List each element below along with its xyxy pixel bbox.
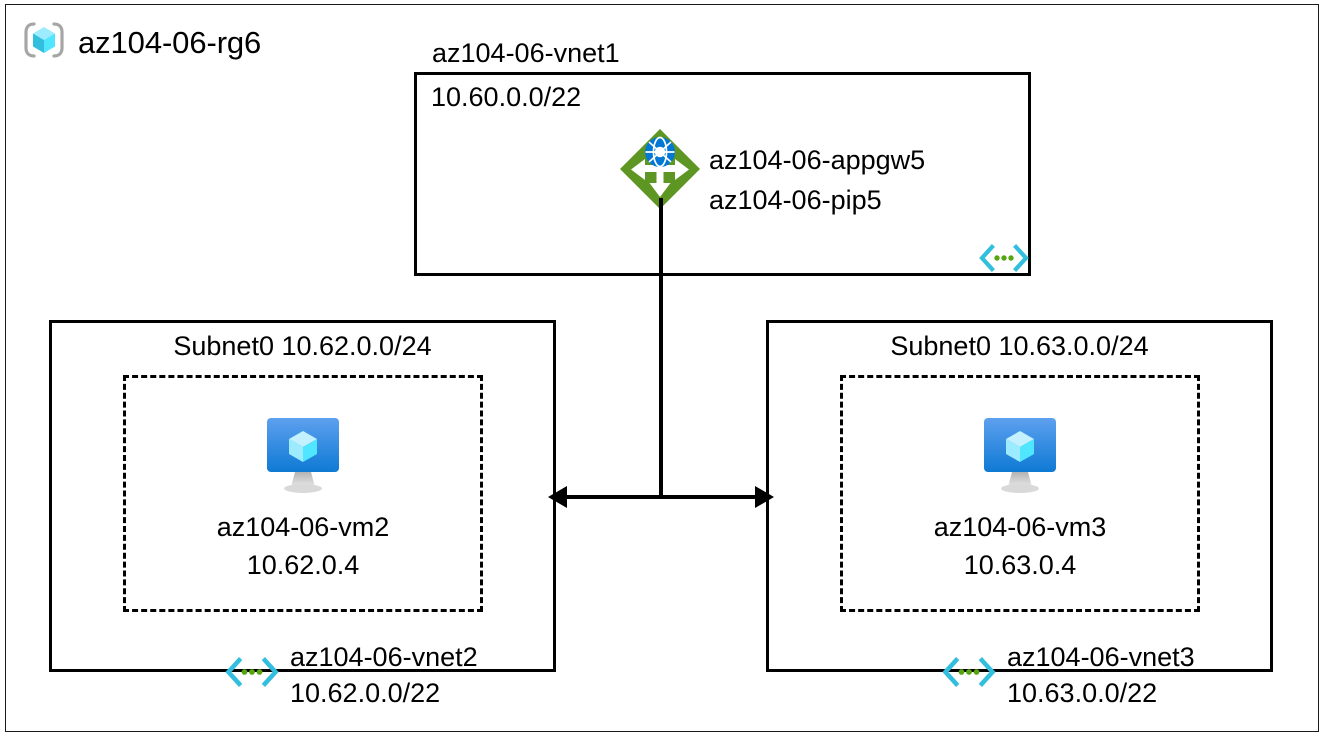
vnet2-cidr: 10.62.0.0/22 [290,678,441,708]
resource-group-cube-icon [22,18,66,67]
vnet3-vm-name: az104-06-vm3 [933,512,1107,542]
application-gateway-labels: az104-06-appgw5 az104-06-pip5 [709,140,925,220]
vnet3-cidr: 10.63.0.0/22 [1007,678,1158,708]
vnet3-badge-icon [941,657,997,687]
vnet3-badge-labels: az104-06-vnet3 10.63.0.0/22 [1007,639,1195,711]
vnet3-box [766,320,1273,672]
vnet2-vm-labels: az104-06-vm2 10.62.0.4 [123,508,483,584]
vnet1-cidr: 10.60.0.0/22 [431,82,582,112]
vnet1-box [414,72,1031,276]
vnet1-badge-icon [978,244,1030,277]
vnet3-vm-labels: az104-06-vm3 10.63.0.4 [840,508,1200,584]
resource-group-header: az104-06-rg6 [22,18,261,67]
vnet3-subnet-title: Subnet0 10.63.0.0/24 [890,331,1149,361]
vnet2-badge-icon [224,657,280,687]
gateway-vertical-connector [659,198,663,498]
vnet2-subnet-dashed-box [123,375,483,612]
vnet2-virtual-machine-icon [255,414,351,501]
vnet1-title: az104-06-vnet1 [432,38,620,68]
connector-arrow-right [755,486,774,508]
vnet2-name: az104-06-vnet2 [290,642,478,672]
vnet3-virtual-machine-icon [972,414,1068,501]
vnet2-subnet-title: Subnet0 10.62.0.0/24 [173,331,432,361]
appgw-public-ip: az104-06-pip5 [709,185,882,215]
horizontal-connector [556,495,766,499]
vnet3-vm-ip: 10.63.0.4 [963,550,1077,580]
resource-group-frame [5,4,1319,732]
vnet2-badge-labels: az104-06-vnet2 10.62.0.0/22 [290,639,478,711]
vnet2-vm-ip: 10.62.0.4 [246,550,360,580]
vnet2-vm-name: az104-06-vm2 [216,512,390,542]
vnet2-box [49,320,556,672]
resource-group-name: az104-06-rg6 [78,25,262,60]
connector-arrow-left [548,486,567,508]
appgw-name: az104-06-appgw5 [709,145,926,175]
vnet3-name: az104-06-vnet3 [1007,642,1195,672]
vnet3-subnet-dashed-box [840,375,1200,612]
application-gateway-icon [618,127,702,216]
